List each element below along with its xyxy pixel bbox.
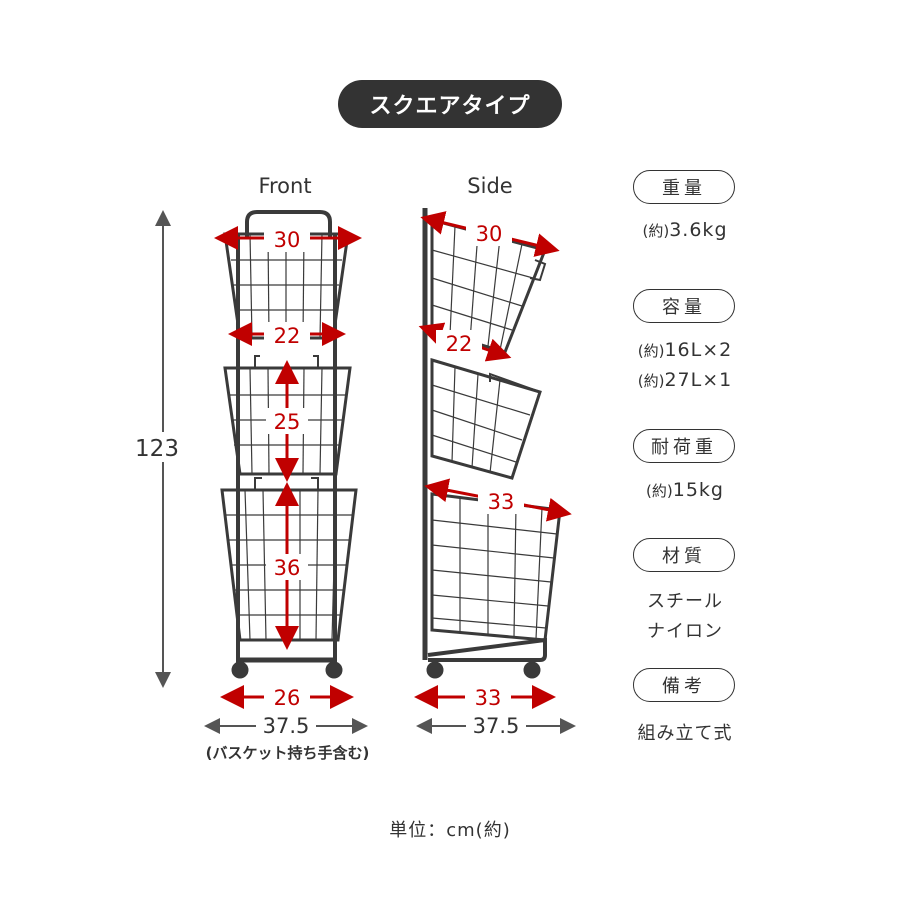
front-bottom-height-label: 36 <box>274 556 301 580</box>
spec-load-prefix: (約) <box>646 482 673 500</box>
side-overall-width-dimension: 37.5 <box>416 712 576 738</box>
spec-capacity-label: 容量 <box>633 289 735 323</box>
spec-capacity-amount-1: 16L×2 <box>664 339 733 361</box>
front-dimensions: 30 22 25 36 26 <box>214 226 362 710</box>
side-overall-width-label: 37.5 <box>473 714 520 738</box>
spec-material-label: 材質 <box>633 538 735 572</box>
spec-notes-label: 備考 <box>633 668 735 702</box>
spec-capacity-value-1: (約)16L×2 <box>600 339 770 361</box>
front-base-width-label: 26 <box>274 686 301 710</box>
spec-material-value-2: ナイロン <box>647 621 723 642</box>
front-view-cart <box>220 210 358 679</box>
total-height-label: 123 <box>135 436 179 462</box>
side-top-width-label: 30 <box>476 222 503 246</box>
spec-load-label: 耐荷重 <box>633 429 735 463</box>
side-top-bottom-width-label: 22 <box>446 332 473 356</box>
spec-load-amount: 15kg <box>672 479 724 501</box>
side-bottom-width-label: 33 <box>488 490 515 514</box>
spec-material-value-1: スチール <box>647 591 723 612</box>
spec-notes-value: 組み立て式 <box>637 723 733 744</box>
type-title: スクエアタイプ <box>369 94 531 119</box>
side-view-label: Side <box>467 174 513 198</box>
front-top-bottom-width-label: 22 <box>274 324 301 348</box>
spec-weight-amount: 3.6kg <box>669 219 728 241</box>
spec-capacity-prefix-2: (約) <box>637 372 665 390</box>
front-overall-width-label: 37.5 <box>263 714 310 738</box>
unit-note: 単位：cm(約) <box>389 820 511 841</box>
front-mid-height-label: 25 <box>274 410 301 434</box>
type-title-badge: スクエアタイプ <box>338 80 562 128</box>
spec-weight-prefix: (約) <box>642 222 670 240</box>
front-top-width-label: 30 <box>274 228 301 252</box>
spec-weight-label: 重量 <box>633 170 735 204</box>
front-overall-width-dimension: 37.5 <box>204 712 368 738</box>
side-base-width-label: 33 <box>475 686 502 710</box>
spec-capacity-value-2: (約)27L×1 <box>600 369 770 391</box>
side-view-cart <box>422 208 562 679</box>
side-dimensions: 30 22 33 33 <box>414 211 572 710</box>
spec-weight-value: (約)3.6kg <box>600 219 770 241</box>
spec-capacity-prefix-1: (約) <box>637 342 665 360</box>
front-view-label: Front <box>258 174 312 198</box>
total-height-dimension: 123 <box>128 210 184 688</box>
front-overall-note: (バスケット持ち手含む) <box>205 744 370 762</box>
spec-capacity-amount-2: 27L×1 <box>664 369 733 391</box>
spec-load-value: (約)15kg <box>600 479 770 501</box>
